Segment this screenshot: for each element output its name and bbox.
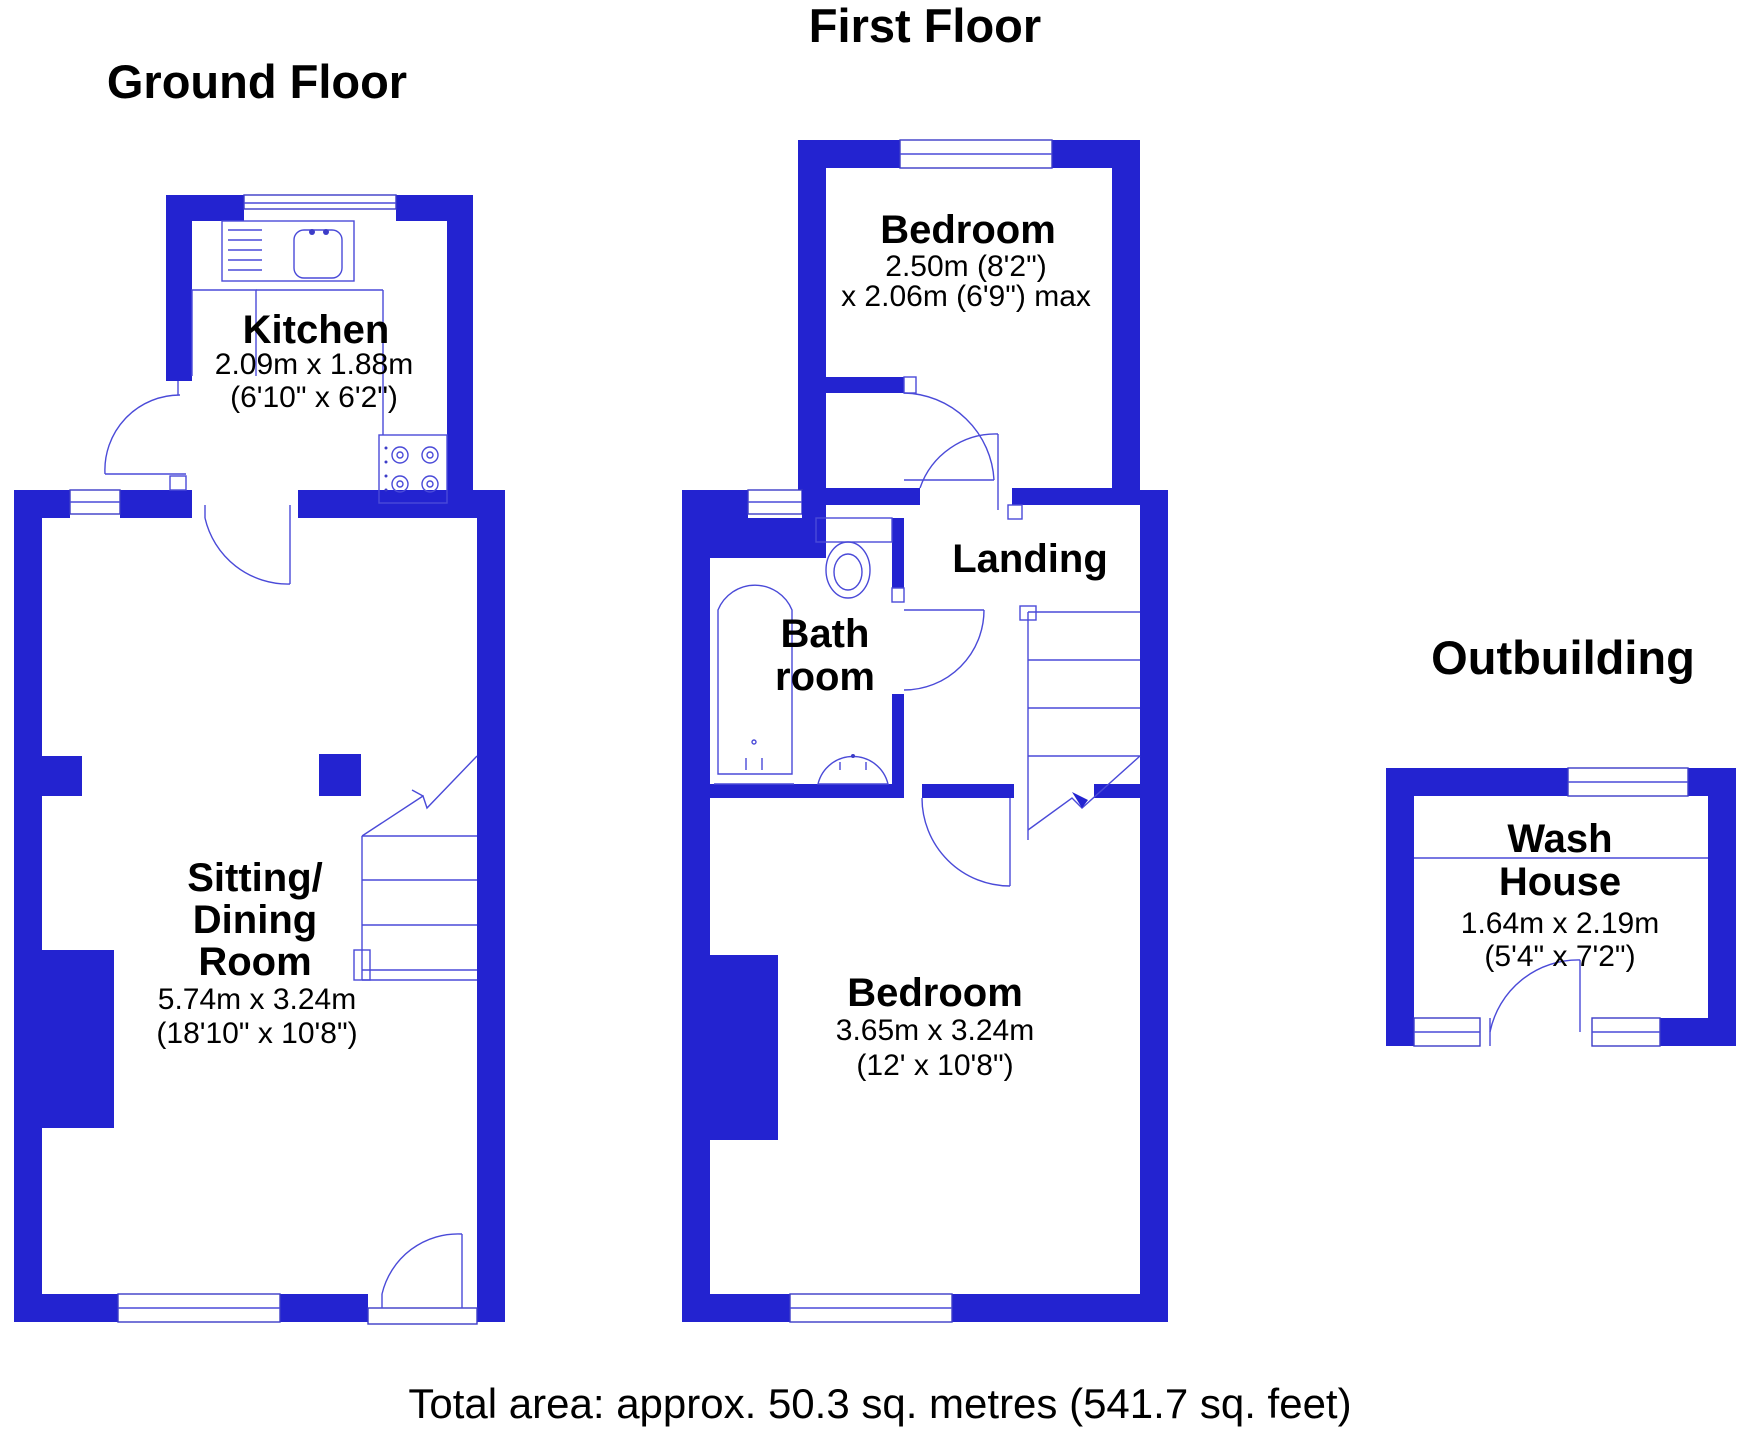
bedroom-wall [826, 488, 920, 505]
bathroom-wall [892, 518, 904, 588]
wash-house-label: House [1499, 860, 1621, 904]
bath-tub [717, 584, 793, 775]
kitchen-wall [166, 195, 192, 381]
sitting-room-wall [14, 490, 42, 1322]
sitting-room-label: Room [198, 940, 311, 984]
bedroom-wall [826, 377, 904, 393]
first-floor-plan: Bedroom 2.50m (8'2") x 2.06m (6'9") max … [682, 139, 1168, 1323]
wash-house-wall [1386, 1018, 1414, 1046]
bedroom-wall [798, 140, 826, 505]
ground-stairs [353, 755, 478, 981]
wash-house-dimensions-imperial: (5'4" x 7'2") [1484, 940, 1635, 973]
bedroom-door [903, 392, 995, 481]
kitchen-dimensions: 2.09m x 1.88m [215, 348, 413, 381]
bathroom-label: Bath [781, 612, 870, 656]
total-area: Total area: approx. 50.3 sq. metres (541… [408, 1380, 1351, 1427]
sitting-room-label: Dining [193, 898, 317, 942]
first-floor-wall [952, 1294, 1168, 1322]
wash-house-wall [1708, 768, 1736, 1046]
sitting-room-wall [14, 1294, 118, 1322]
first-floor-wall [682, 1294, 790, 1322]
sink-bowl [293, 229, 343, 279]
sink-unit [221, 220, 355, 282]
first-floor-stairs [1019, 605, 1141, 840]
bathroom-wall [710, 784, 904, 798]
sitting-room-wall [477, 490, 505, 1322]
wash-house-door [1489, 959, 1581, 1033]
bedroom-large-dimensions: 3.65m x 3.24m [836, 1014, 1034, 1047]
bedroom-small-dimensions-max: x 2.06m (6'9") max [841, 280, 1091, 313]
first-floor-wall [682, 490, 710, 1322]
wash-house-wall [1660, 1018, 1736, 1046]
structural-pillar [319, 754, 361, 796]
wash-house-wall [1386, 768, 1414, 1046]
sitting-room-dimensions: 5.74m x 3.24m [158, 983, 356, 1016]
front-door-step [367, 1307, 478, 1325]
toilet-cistern [815, 517, 893, 543]
first-floor-wall [802, 490, 826, 558]
toilet [825, 541, 871, 599]
kitchen-wall [447, 195, 473, 490]
first-floor-wall [710, 518, 802, 558]
wash-house-wall [1386, 768, 1568, 796]
chimney-breast [42, 950, 114, 1128]
kitchen-label: Kitchen [243, 308, 390, 352]
bathroom-wall [892, 694, 904, 784]
bedroom-small-dimensions: 2.50m (8'2") [885, 250, 1046, 283]
outbuilding-plan: Wash House 1.64m x 2.19m (5'4" x 7'2") [1386, 767, 1736, 1047]
kitchen-dimensions-imperial: (6'10" x 6'2") [230, 381, 398, 414]
sitting-room-wall [280, 1294, 368, 1322]
bedroom-large-label: Bedroom [847, 971, 1023, 1015]
basin [817, 755, 889, 785]
outbuilding-heading: Outbuilding [1431, 631, 1695, 684]
ground-floor-plan: Kitchen 2.09m x 1.88m (6'10" x 6'2") Sit… [14, 194, 505, 1325]
bathroom-label: room [775, 655, 875, 699]
wash-house-dimensions: 1.64m x 2.19m [1461, 907, 1659, 940]
hob [378, 434, 448, 504]
sitting-room-dimensions-imperial: (18'10" x 10'8") [156, 1017, 357, 1050]
bedroom-large-door [921, 797, 1011, 887]
sitting-room-wall [298, 490, 505, 518]
sitting-room-wall [120, 490, 192, 518]
landing-wall [922, 784, 1014, 798]
chimney-breast [710, 955, 778, 1140]
bathroom-door [903, 609, 985, 691]
wash-house-label: Wash [1507, 817, 1612, 861]
landing-label: Landing [952, 537, 1108, 581]
kitchen-window [243, 194, 397, 210]
sitting-room-label: Sitting/ [187, 856, 323, 900]
first-floor-wall [1140, 490, 1168, 1322]
first-floor-heading: First Floor [809, 0, 1041, 52]
bedroom-small-label: Bedroom [880, 208, 1056, 252]
chimney-pier [42, 756, 82, 796]
ground-floor-heading: Ground Floor [107, 55, 407, 108]
bedroom-wall [1012, 488, 1112, 505]
bedroom-large-dimensions-imperial: (12' x 10'8") [856, 1049, 1013, 1082]
bedroom-wall [1112, 140, 1140, 505]
